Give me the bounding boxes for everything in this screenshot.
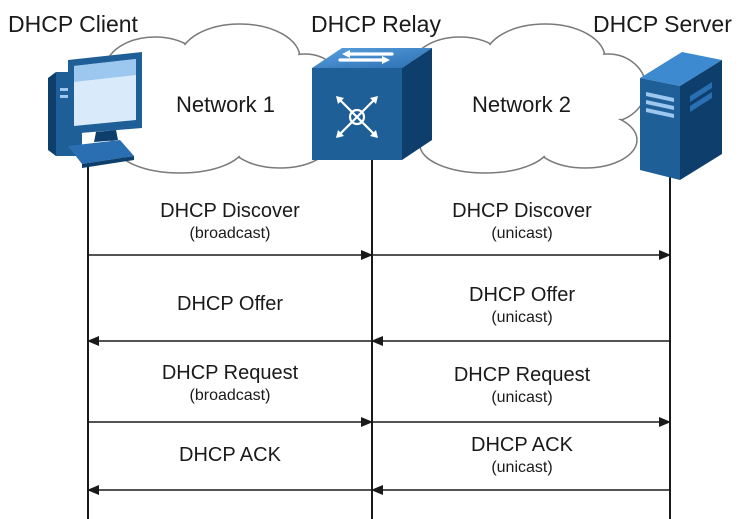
message-note: (unicast)	[491, 389, 553, 406]
message-note: (unicast)	[491, 309, 553, 326]
message-label: DHCP Discover (unicast)	[432, 198, 612, 244]
message-label: DHCP Request (unicast)	[432, 362, 612, 408]
message-note: (unicast)	[491, 225, 553, 242]
message-title: DHCP Request	[161, 362, 299, 384]
client-label: DHCP Client	[8, 11, 138, 37]
message-note: (unicast)	[491, 459, 553, 476]
relay-label: DHCP Relay	[311, 11, 441, 37]
message-title: DHCP ACK	[471, 434, 573, 456]
message-label: DHCP ACK (unicast)	[432, 432, 612, 478]
tower-server-icon	[640, 52, 722, 180]
message-label: DHCP Discover (broadcast)	[140, 198, 320, 244]
message-title: DHCP Discover	[160, 200, 300, 222]
message-label: DHCP Offer	[140, 291, 320, 317]
server-label: DHCP Server	[593, 11, 732, 37]
message-label: DHCP ACK	[140, 442, 320, 468]
message-label: DHCP Request (broadcast)	[140, 360, 320, 406]
message-label: DHCP Offer (unicast)	[432, 282, 612, 328]
message-title: DHCP Request	[453, 364, 591, 386]
message-title: DHCP Offer	[177, 293, 283, 315]
message-title: DHCP Discover	[452, 200, 592, 222]
network-switch-icon	[312, 48, 432, 160]
desktop-computer-icon	[48, 52, 142, 168]
message-title: DHCP Offer	[469, 284, 575, 306]
network-1-label: Network 1	[176, 92, 276, 117]
message-title: DHCP ACK	[179, 444, 281, 466]
message-note: (broadcast)	[189, 225, 271, 242]
network-2-label: Network 2	[472, 92, 572, 117]
message-note: (broadcast)	[189, 387, 271, 404]
